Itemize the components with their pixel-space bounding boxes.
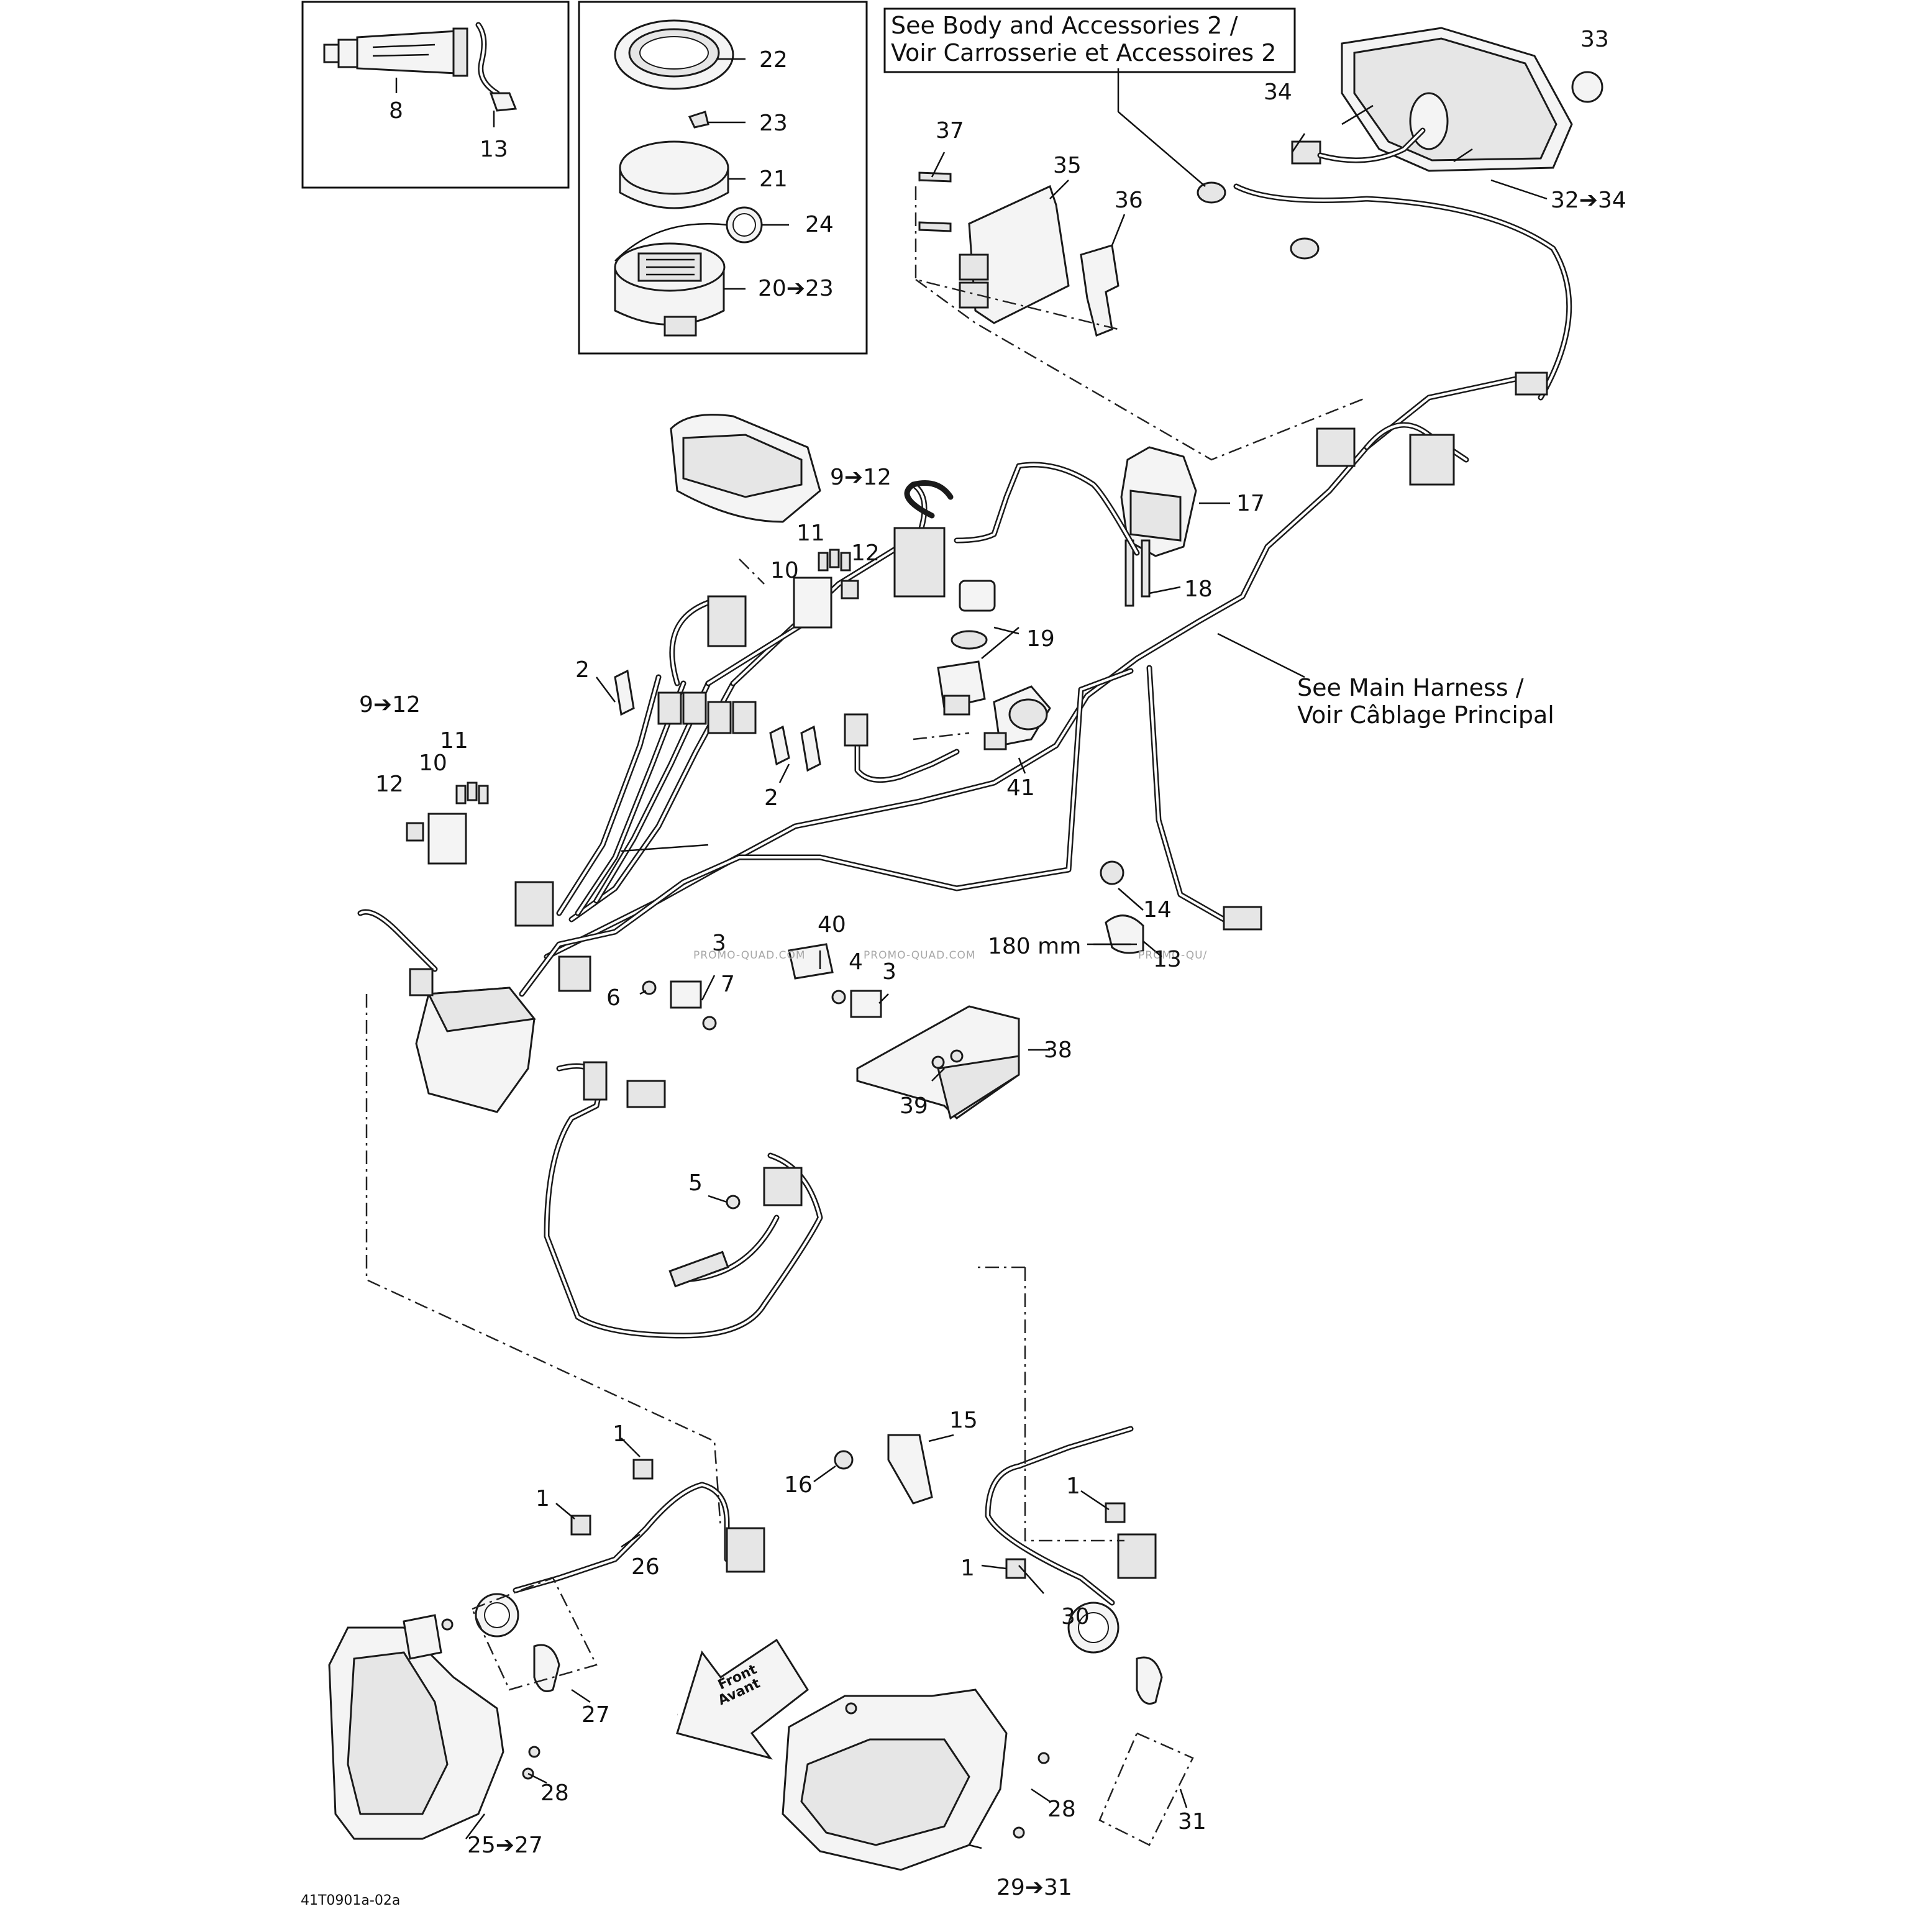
callout-22: 22 bbox=[759, 47, 788, 73]
inset-sealant-box bbox=[301, 1, 570, 189]
callout-1-d: 1 bbox=[960, 1556, 975, 1581]
callout-29-31: 29➔31 bbox=[996, 1875, 1072, 1900]
callout-21: 21 bbox=[759, 166, 788, 192]
callout-10-upper: 10 bbox=[770, 558, 799, 583]
note-main-harness-line1: See Main Harness / bbox=[1297, 674, 1524, 701]
connector-kit-upper bbox=[793, 549, 859, 629]
callout-17: 17 bbox=[1236, 491, 1265, 516]
callout-37: 37 bbox=[936, 118, 964, 144]
callout-30: 30 bbox=[1061, 1604, 1090, 1629]
callout-1-c: 1 bbox=[1066, 1474, 1080, 1499]
callout-24: 24 bbox=[805, 212, 834, 237]
tail-light bbox=[1291, 27, 1603, 172]
control-module bbox=[918, 171, 1120, 337]
callout-2-left: 2 bbox=[575, 657, 590, 683]
callout-32-34: 32➔34 bbox=[1551, 188, 1626, 213]
dimension-label: 180 mm bbox=[988, 934, 1081, 959]
callout-31: 31 bbox=[1178, 1809, 1206, 1834]
callout-40: 40 bbox=[818, 912, 846, 937]
callout-26: 26 bbox=[631, 1554, 660, 1580]
callout-4: 4 bbox=[849, 949, 863, 975]
callout-15: 15 bbox=[949, 1408, 978, 1433]
callout-39: 39 bbox=[900, 1093, 928, 1119]
callout-36: 36 bbox=[1115, 188, 1143, 213]
drawing-code: 41T0901a-02a bbox=[301, 1893, 400, 1908]
callout-28-right: 28 bbox=[1047, 1797, 1076, 1822]
callout-12-upper: 12 bbox=[851, 540, 880, 566]
connector-clips bbox=[614, 669, 821, 772]
callout-20-23: 20➔23 bbox=[758, 276, 834, 301]
harness-clip bbox=[834, 1434, 933, 1505]
cable-tie bbox=[475, 22, 518, 112]
callout-25-27: 25➔27 bbox=[467, 1833, 543, 1858]
callout-5: 5 bbox=[688, 1170, 703, 1196]
watermark-1: PROMO-QUAD.COM bbox=[693, 949, 806, 962]
callout-18: 18 bbox=[1184, 576, 1213, 602]
small-hardware bbox=[642, 860, 1144, 1210]
callout-6: 6 bbox=[606, 985, 621, 1011]
note-body-accessories-line2: Voir Carrosserie et Accessoires 2 bbox=[891, 39, 1276, 66]
connector-kit-lower bbox=[406, 781, 489, 865]
handlebar-switch bbox=[1120, 446, 1197, 607]
power-socket bbox=[983, 685, 1051, 750]
callout-19: 19 bbox=[1026, 626, 1055, 652]
callout-35: 35 bbox=[1053, 153, 1082, 178]
headlight-harness bbox=[544, 1061, 823, 1339]
grommets bbox=[1197, 181, 1320, 260]
headlight-right bbox=[782, 1426, 1163, 1871]
front-arrow bbox=[676, 1638, 809, 1760]
callout-27: 27 bbox=[581, 1702, 610, 1728]
callout-16: 16 bbox=[784, 1472, 813, 1498]
sealant-tube bbox=[323, 27, 468, 77]
callout-33: 33 bbox=[1580, 27, 1609, 52]
callout-8: 8 bbox=[389, 98, 403, 124]
dash-leaders bbox=[365, 174, 1367, 1846]
fuse-box bbox=[357, 909, 536, 1113]
callout-10-lower: 10 bbox=[419, 750, 447, 776]
callout-38: 38 bbox=[1044, 1037, 1072, 1063]
callout-9-12-lower: 9➔12 bbox=[359, 692, 421, 718]
inset-gauge-box bbox=[578, 1, 868, 355]
callout-41: 41 bbox=[1006, 775, 1035, 801]
headlight-left bbox=[328, 1459, 765, 1840]
note-body-accessories bbox=[883, 7, 1296, 73]
watermark-2: PROMO-QUAD.COM bbox=[864, 949, 976, 962]
callout-34: 34 bbox=[1264, 80, 1292, 105]
callout-3-right: 3 bbox=[882, 959, 896, 985]
callout-12-lower: 12 bbox=[375, 772, 404, 797]
note-body-accessories-line1: See Body and Accessories 2 / bbox=[891, 12, 1238, 39]
callout-3-left: 3 bbox=[712, 931, 726, 956]
ignition-switch bbox=[937, 580, 996, 716]
main-harness bbox=[514, 183, 1572, 997]
callout-9-12-upper: 9➔12 bbox=[830, 465, 892, 490]
callout-13: 13 bbox=[480, 137, 508, 162]
instrument-cluster bbox=[670, 414, 821, 523]
callout-2-right: 2 bbox=[764, 785, 778, 811]
callout-23: 23 bbox=[759, 111, 788, 136]
callout-28-left: 28 bbox=[540, 1780, 569, 1806]
callouts: 8 13 22 23 21 24 20➔23 33 34 32➔34 37 35… bbox=[359, 27, 1626, 1900]
note-main-harness-line2: Voir Câblage Principal bbox=[1297, 701, 1554, 729]
callout-1-a: 1 bbox=[613, 1421, 627, 1447]
callout-11-upper: 11 bbox=[796, 521, 825, 546]
callout-7: 7 bbox=[721, 972, 735, 997]
callout-11-lower: 11 bbox=[440, 728, 468, 754]
callout-1-b: 1 bbox=[536, 1486, 550, 1511]
watermark-3: PROMO-QU/ bbox=[1138, 949, 1207, 962]
callout-13-lower: 13 bbox=[1153, 947, 1182, 972]
leader-lines bbox=[465, 58, 1548, 1849]
callout-14: 14 bbox=[1143, 897, 1172, 923]
